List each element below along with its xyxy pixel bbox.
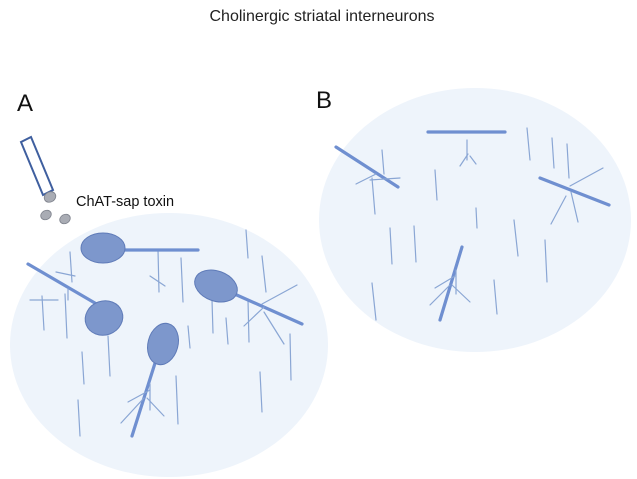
cholinergic-neuron: [120, 322, 179, 438]
pipette-icon: [19, 135, 55, 197]
toxin-label: ChAT-sap toxin: [76, 194, 174, 210]
axon-segment: [538, 176, 611, 207]
injection-pipette: [19, 135, 71, 225]
toxin-droplet: [40, 209, 52, 221]
panel-b: [319, 88, 631, 352]
figure-title: Cholinergic striatal interneurons: [210, 8, 435, 25]
cholinergic-neuron: [80, 232, 200, 264]
striatum-region-b: [319, 88, 631, 352]
neuropil-fibers-a: [29, 229, 292, 437]
panel-a: ChAT-sap toxin: [10, 135, 328, 477]
panel-a-label: A: [17, 90, 33, 117]
toxin-droplet: [59, 213, 71, 225]
panel-b-label: B: [316, 87, 332, 114]
axon-segment: [334, 145, 400, 189]
cholinergic-neuron: [26, 262, 124, 336]
toxin-droplet: [43, 191, 57, 203]
axon-segment: [438, 245, 464, 322]
cholinergic-neuron: [194, 269, 304, 327]
neuropil-fibers-b: [355, 127, 604, 321]
